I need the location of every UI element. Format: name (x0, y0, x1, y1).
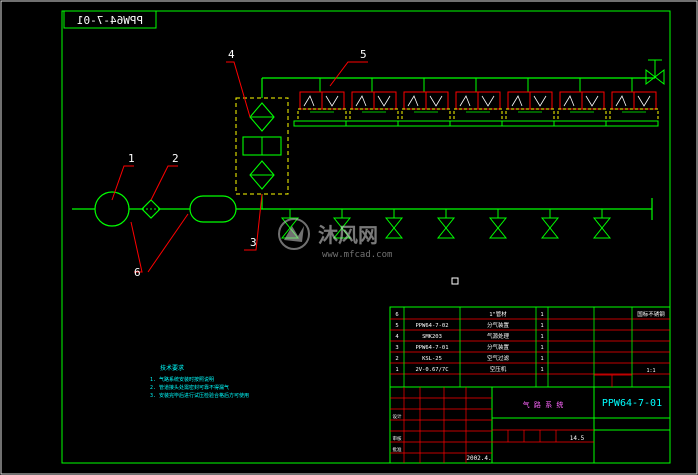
parts-row-no: 6 (395, 312, 398, 318)
drawing-frame (61, 10, 671, 464)
parts-row-name: 气源处理 (487, 332, 510, 340)
note-line-3: 3. 安装完毕后进行试压检验合格后方可使用 (150, 392, 249, 399)
callout-numbers: 1 2 3 4 5 6 (128, 48, 367, 279)
watermark: 沐风网 www.mfcad.com (278, 218, 392, 260)
branch-valve-6 (540, 209, 560, 239)
callout-5: 5 (360, 48, 367, 61)
parts-row-code: PPW64-7-02 (415, 323, 448, 329)
reference-marker (451, 277, 459, 285)
note-line-1: 1. 气路系统安装时按照说明 (150, 376, 214, 383)
title-block-code: PPW64-7-01 (602, 398, 662, 409)
notes-heading: 技术要求 (160, 364, 184, 372)
date-value: 2002.4. (466, 455, 491, 462)
callout-6: 6 (134, 266, 141, 279)
parts-row-name: 分气装置 (487, 343, 510, 351)
leader-4 (226, 61, 251, 118)
parts-row-name: 分气装置 (487, 321, 510, 329)
parts-row-name: 1"管材 (489, 310, 507, 318)
parts-row: 4 SMK203 气源处理 1 (395, 332, 543, 340)
note-line-2: 2. 管道接头处需密封可靠不得漏气 (150, 384, 229, 391)
parts-row-code: KSL-25 (422, 356, 442, 362)
leader-3 (244, 193, 263, 251)
branch-valve-2 (332, 209, 352, 239)
branch-valve-group (280, 209, 612, 239)
parts-row-qty: 1 (540, 334, 543, 340)
callout-4: 4 (228, 48, 235, 61)
watermark-brand: 沐风网 (318, 223, 378, 247)
callout-2: 2 (172, 152, 179, 165)
title-block: 气 路 系 统 PPW64-7-01 14.5 2002.4. 1:1 设计 审… (389, 368, 671, 464)
check-row: 审核 (393, 435, 402, 442)
title-block-frame (389, 386, 671, 464)
parts-table-col-lines (403, 307, 633, 387)
solenoid-valve-5 (501, 78, 555, 127)
leader-6b (147, 213, 189, 273)
air-receiver-tank (189, 195, 237, 223)
branch-valve-4 (436, 209, 456, 239)
callout-3: 3 (250, 236, 257, 249)
branch-valve-7 (592, 209, 612, 239)
parts-row-name: 空压机 (490, 365, 507, 373)
drawing-name: 气 路 系 统 (523, 400, 564, 409)
valve-manifold-group (293, 78, 659, 127)
parts-row: 6 1"管材 1 国标不锈钢 (395, 310, 665, 318)
parts-row-qty: 1 (540, 356, 543, 362)
header-end-valve (645, 68, 665, 86)
parts-row: 2 KSL-25 空气过滤 1 (395, 354, 543, 362)
parts-row: 5 PPW64-7-02 分气装置 1 (395, 321, 543, 329)
callout-1: 1 (128, 152, 135, 165)
mirrored-drawing-code: PPW64-7-01 (77, 14, 143, 27)
parts-row-code: SMK203 (422, 334, 442, 340)
parts-row-code: 2V-0.67/7C (415, 367, 448, 373)
parts-row-no: 1 (395, 367, 398, 373)
parts-row-no: 2 (395, 356, 398, 362)
title-block-grid (390, 374, 632, 463)
service-unit-boundary (235, 97, 289, 195)
parts-row-no: 5 (395, 323, 398, 329)
solenoid-valve-2 (345, 78, 399, 127)
solenoid-valve-4 (449, 78, 503, 127)
parts-row-name: 空气过滤 (487, 354, 510, 362)
branch-valve-3 (384, 209, 404, 239)
solenoid-valve-1 (293, 78, 347, 127)
parts-row-no: 4 (395, 334, 399, 340)
air-compressor-symbol (94, 191, 130, 227)
leader-2 (150, 165, 178, 201)
scale-value: 14.5 (570, 435, 585, 442)
leader-1 (111, 165, 134, 201)
parts-row-no: 3 (395, 345, 398, 351)
leader-5 (329, 61, 368, 87)
code-box (63, 10, 157, 29)
leader-6a (130, 221, 143, 273)
solenoid-valve-6 (553, 78, 607, 127)
parts-row: 3 PPW64-7-01 分气装置 1 (395, 343, 543, 351)
parts-row-qty: 1 (540, 345, 543, 351)
view-label: 1:1 (646, 368, 655, 374)
parts-row-qty: 1 (540, 367, 543, 373)
watermark-url: www.mfcad.com (322, 250, 392, 260)
parts-row-qty: 1 (540, 312, 543, 318)
parts-table-row-lines (390, 318, 670, 375)
callout-leaders (111, 61, 368, 273)
solenoid-valve-3 (397, 78, 451, 127)
parts-row-qty: 1 (540, 323, 543, 329)
parts-list-table (389, 306, 671, 388)
designer-row: 设计 (393, 413, 402, 420)
watermark-logo-icon (278, 218, 310, 250)
approve-row: 批准 (393, 446, 402, 453)
branch-valve-5 (488, 209, 508, 239)
parts-row: 1 2V-0.67/7C 空压机 1 (395, 365, 543, 373)
watermark-mark (284, 226, 304, 242)
parts-row-note: 国标不锈钢 (637, 310, 665, 318)
parts-row-code: PPW64-7-01 (415, 345, 448, 351)
solenoid-valve-7 (605, 78, 659, 127)
